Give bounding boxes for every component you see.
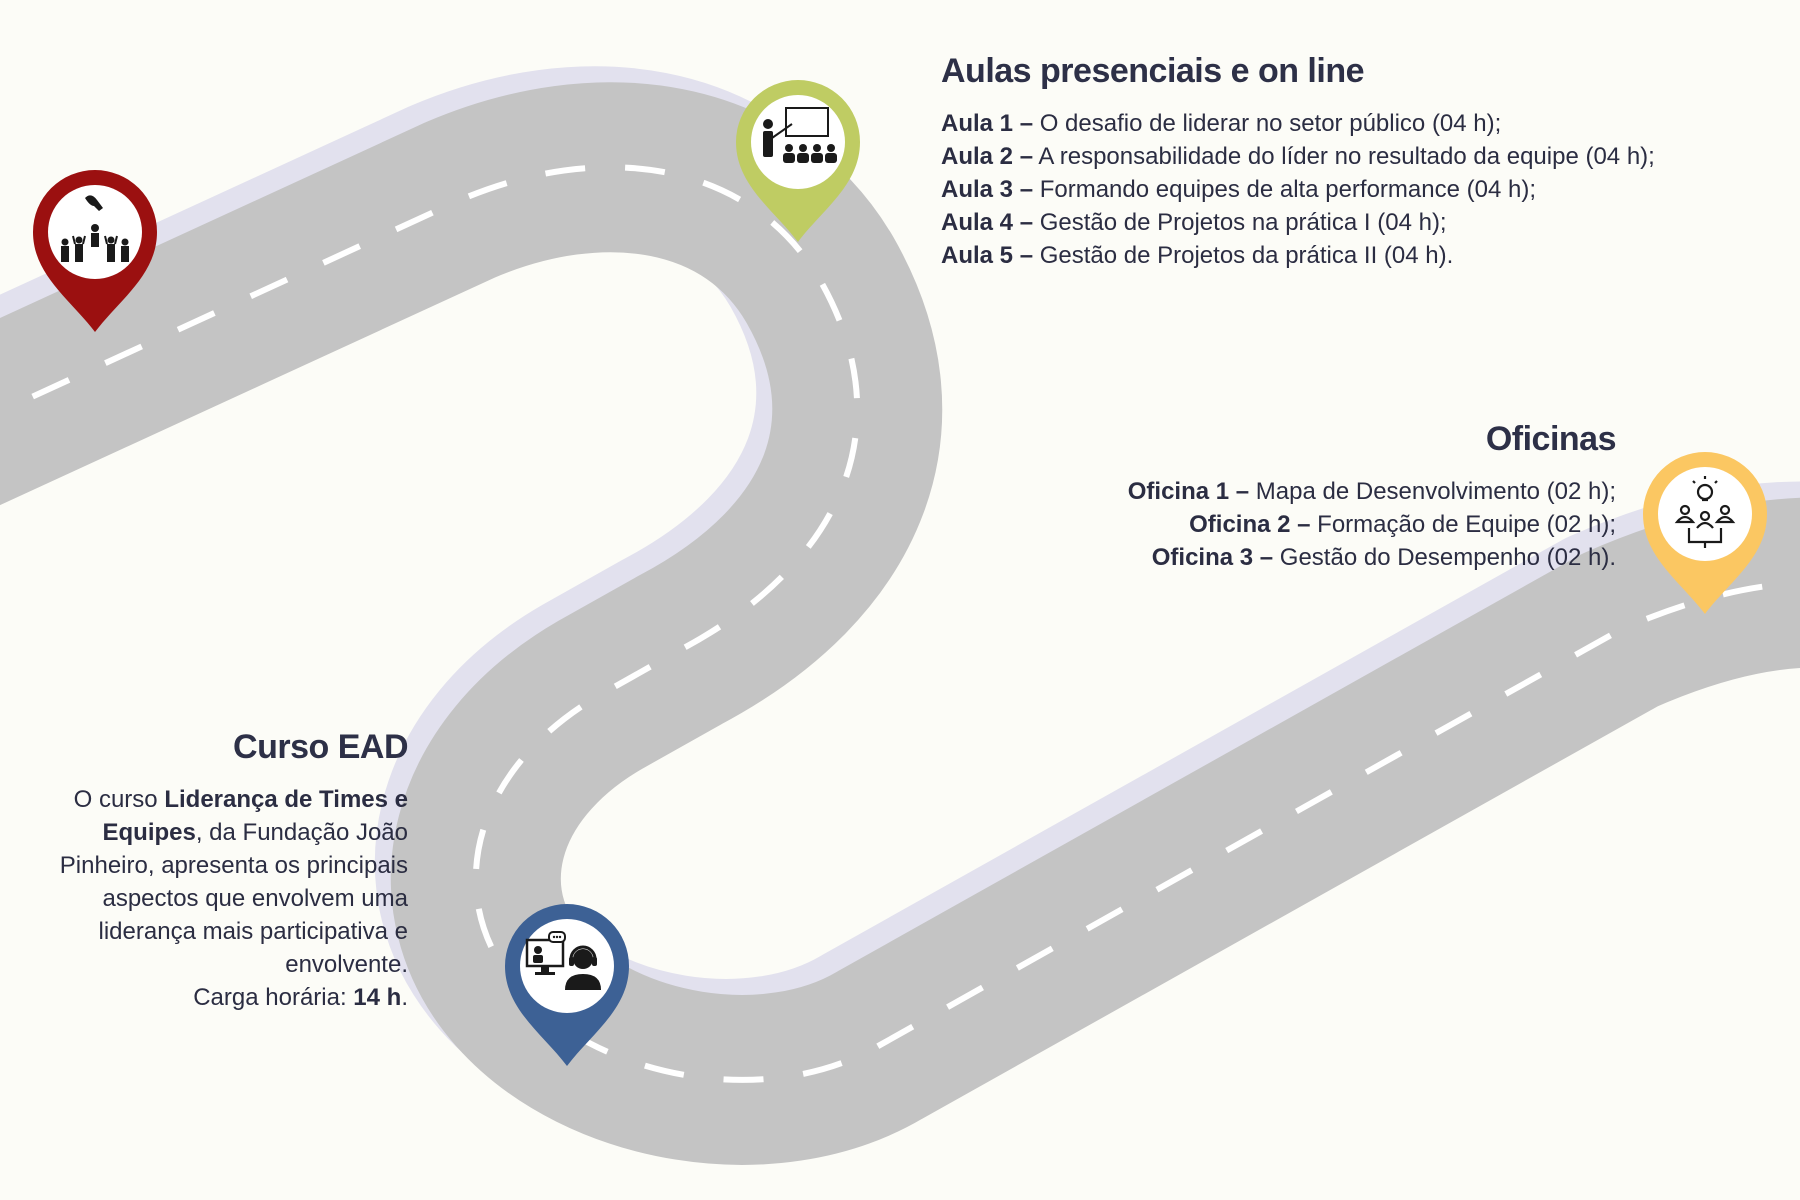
leadership-pin bbox=[33, 170, 157, 332]
aulas-section: Aulas presenciais e on line Aula 1 – O d… bbox=[941, 52, 1701, 272]
aula-text: Formando equipes de alta performance (04… bbox=[1033, 176, 1536, 203]
ead-description: O curso Liderança de Times e Equipes, da… bbox=[40, 783, 408, 1014]
classroom-teacher-icon bbox=[763, 107, 837, 163]
leader-group-icon bbox=[61, 195, 129, 262]
aula-label: Aula 5 – bbox=[941, 242, 1034, 269]
aula-text: Gestão de Projetos na prática I (04 h); bbox=[1033, 209, 1447, 236]
oficina-text: Gestão do Desempenho (02 h). bbox=[1273, 544, 1616, 571]
aula-item: Aula 2 – A responsabilidade do líder no … bbox=[941, 140, 1701, 173]
aula-label: Aula 3 – bbox=[941, 176, 1034, 203]
aula-item: Aula 1 – O desafio de liderar no setor p… bbox=[941, 107, 1701, 140]
oficina-item: Oficina 1 – Mapa de Desenvolvimento (02 … bbox=[1000, 475, 1616, 508]
idea-team-icon bbox=[1674, 476, 1736, 548]
aula-text: O desafio de liderar no setor público (0… bbox=[1033, 110, 1502, 137]
ead-description-text: , da Fundação João Pinheiro, apresenta o… bbox=[59, 819, 408, 978]
aula-label: Aula 4 – bbox=[941, 209, 1034, 236]
ead-pin bbox=[505, 904, 629, 1066]
ead-workload-suffix: . bbox=[401, 984, 408, 1011]
aula-item: Aula 5 – Gestão de Projetos da prática I… bbox=[941, 239, 1701, 272]
ead-heading: Curso EAD bbox=[233, 728, 408, 766]
oficinas-heading: Oficinas bbox=[1485, 420, 1617, 458]
ead-course-name: Liderança de Times e Equipes bbox=[102, 786, 408, 846]
aula-text: A responsabilidade do líder no resultado… bbox=[1033, 143, 1655, 170]
aula-label: Aula 1 – bbox=[941, 110, 1034, 137]
ead-intro: O curso bbox=[73, 786, 165, 813]
aulas-list: Aula 1 – O desafio de liderar no setor p… bbox=[941, 107, 1701, 272]
aula-item: Aula 3 – Formando equipes de alta perfor… bbox=[941, 173, 1701, 206]
oficina-item: Oficina 2 – Formação de Equipe (02 h); bbox=[1000, 508, 1616, 541]
aula-item: Aula 4 – Gestão de Projetos na prática I… bbox=[941, 206, 1701, 239]
oficinas-list: Oficina 1 – Mapa de Desenvolvimento (02 … bbox=[1000, 475, 1616, 574]
ead-section: Curso EAD O curso Liderança de Times e E… bbox=[40, 728, 409, 1014]
oficina-item: Oficina 3 – Gestão do Desempenho (02 h). bbox=[1000, 541, 1616, 574]
workshop-pin bbox=[1643, 452, 1767, 614]
aulas-heading: Aulas presenciais e on line bbox=[941, 52, 1365, 90]
aula-label: Aula 2 – bbox=[941, 143, 1034, 170]
oficinas-section: Oficinas Oficina 1 – Mapa de Desenvolvim… bbox=[1000, 420, 1617, 574]
aula-text: Gestão de Projetos da prática II (04 h). bbox=[1033, 242, 1454, 269]
oficina-text: Mapa de Desenvolvimento (02 h); bbox=[1249, 478, 1616, 505]
oficina-label: Oficina 1 – bbox=[1127, 478, 1250, 505]
classroom-pin bbox=[736, 80, 860, 242]
ead-workload-value: 14 h bbox=[353, 984, 402, 1011]
ead-workload-label: Carga horária: bbox=[193, 984, 354, 1011]
road-center-line bbox=[0, 164, 1800, 1083]
oficina-label: Oficina 2 – bbox=[1189, 511, 1311, 538]
online-support-icon bbox=[525, 931, 601, 990]
oficina-label: Oficina 3 – bbox=[1151, 544, 1274, 571]
oficina-text: Formação de Equipe (02 h); bbox=[1310, 511, 1616, 538]
